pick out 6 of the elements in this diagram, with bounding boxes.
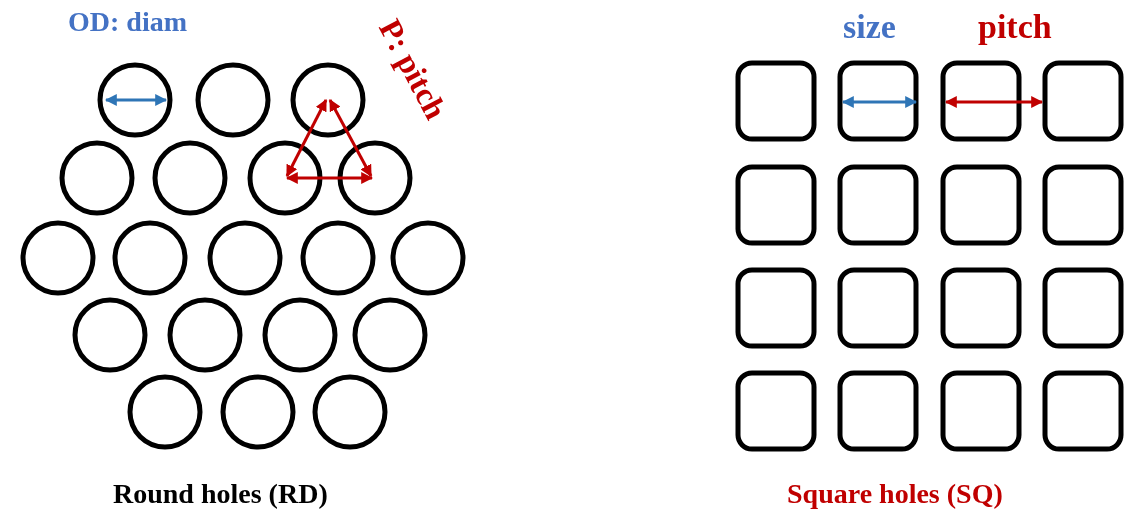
- dimension-label: P: pitch: [373, 14, 453, 124]
- caption-text: Round holes (RD): [113, 480, 328, 508]
- dimension-label: pitch: [978, 10, 1052, 44]
- dimension-label: size: [843, 10, 896, 44]
- caption-text: Square holes (SQ): [787, 480, 1003, 508]
- dimension-label: OD: diam: [68, 8, 187, 36]
